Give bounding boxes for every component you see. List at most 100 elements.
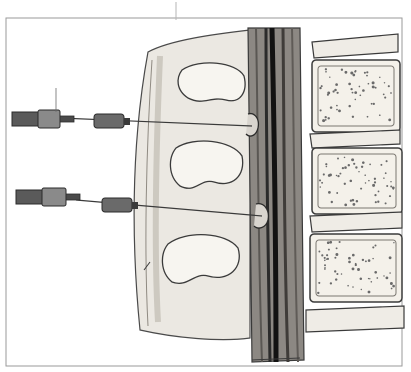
speckle-dot	[329, 173, 332, 176]
speckle-dot	[336, 273, 338, 275]
speckle-dot	[342, 167, 344, 169]
speckle-dot	[384, 97, 386, 99]
speckle-dot	[368, 180, 370, 182]
speckle-dot	[390, 282, 393, 285]
speckle-dot	[359, 94, 361, 96]
speckle-dot	[348, 261, 351, 264]
speckle-dot	[336, 175, 337, 176]
speckle-dot	[327, 117, 329, 119]
speckle-dot	[367, 116, 369, 118]
speckle-dot	[368, 291, 371, 294]
speckle-dot	[352, 116, 354, 118]
speckle-dot	[368, 259, 371, 262]
speckle-dot	[388, 119, 391, 122]
speckle-dot	[372, 258, 373, 259]
speckle-dot	[344, 166, 347, 169]
speckle-dot	[348, 83, 351, 86]
speckle-dot	[371, 103, 373, 105]
speckle-dot	[360, 188, 362, 190]
speckle-dot	[336, 105, 338, 107]
speckle-dot	[320, 186, 322, 188]
speckle-dot	[325, 119, 327, 121]
speckle-dot	[335, 83, 338, 86]
speckle-dot	[328, 249, 330, 251]
speckle-dot	[373, 103, 375, 105]
endplate-top	[312, 34, 398, 58]
speckle-dot	[325, 71, 327, 73]
speckle-dot	[336, 247, 338, 249]
speckle-dot	[338, 110, 341, 113]
speckle-dot	[324, 267, 325, 268]
vertebral-bodies	[306, 34, 404, 332]
speckle-dot	[374, 181, 376, 183]
speckle-dot	[352, 267, 355, 270]
speckle-dot	[332, 90, 334, 92]
speckle-dot	[362, 161, 365, 164]
speckle-dot	[366, 71, 368, 73]
speckle-dot	[321, 85, 323, 87]
syringe-icon	[12, 110, 130, 128]
speckle-dot	[329, 241, 332, 244]
speckle-dot	[386, 185, 388, 187]
speckle-dot	[339, 173, 341, 175]
speckle-dot	[389, 272, 391, 274]
speckle-dot	[374, 178, 376, 180]
speckle-dot	[348, 257, 351, 260]
speckle-dot	[329, 77, 330, 78]
speckle-dot	[325, 163, 327, 165]
speckle-dot	[357, 268, 360, 271]
speckle-dot	[355, 264, 357, 266]
speckle-dot	[372, 85, 375, 88]
speckle-dot	[383, 177, 385, 179]
speckle-dot	[372, 184, 375, 187]
speckle-dot	[324, 264, 326, 266]
speckle-dot	[365, 182, 366, 183]
speckle-dot	[375, 201, 377, 203]
speckle-dot	[335, 278, 337, 280]
speckle-dot	[350, 72, 353, 75]
speckle-dot	[341, 273, 343, 275]
speckle-dot	[337, 158, 339, 160]
speckle-dot	[352, 74, 355, 77]
speckle-dot	[326, 254, 328, 256]
speckle-dot	[390, 186, 392, 188]
speckle-dot	[385, 172, 387, 174]
speckle-dot	[379, 114, 381, 116]
speckle-dot	[336, 109, 338, 111]
speckle-dot	[374, 271, 377, 274]
speckle-dot	[390, 181, 391, 182]
syringe-icon	[16, 188, 138, 212]
speckle-dot	[374, 194, 376, 196]
speckle-dot	[361, 289, 362, 290]
speckle-dot	[368, 83, 370, 85]
speckle-dot	[386, 160, 388, 162]
spinal-cord	[248, 28, 304, 362]
speckle-dot	[383, 275, 384, 276]
speckle-dot	[330, 282, 332, 284]
speckle-dot	[351, 158, 354, 161]
speckle-dot	[350, 180, 353, 183]
speckle-dot	[348, 164, 350, 166]
speckle-dot	[376, 277, 378, 279]
speckle-dot	[389, 195, 391, 197]
speckle-dot	[318, 251, 320, 253]
speckle-dot	[389, 256, 392, 259]
speckle-dot	[361, 166, 363, 168]
speckle-dot	[352, 92, 354, 94]
speckle-dot	[328, 191, 331, 194]
speckle-dot	[364, 174, 366, 176]
vertebral-body-3	[310, 234, 402, 302]
speckle-dot	[324, 257, 326, 259]
speckle-dot	[374, 244, 376, 246]
speckle-dot	[383, 94, 385, 96]
speckle-dot	[336, 192, 338, 194]
speckle-dot	[392, 188, 394, 190]
speckle-dot	[336, 92, 338, 94]
speckle-dot	[366, 75, 368, 77]
speckle-dot	[352, 286, 354, 288]
speckle-dot	[320, 109, 322, 111]
injection-site-1	[246, 114, 258, 136]
speckle-dot	[372, 246, 374, 248]
